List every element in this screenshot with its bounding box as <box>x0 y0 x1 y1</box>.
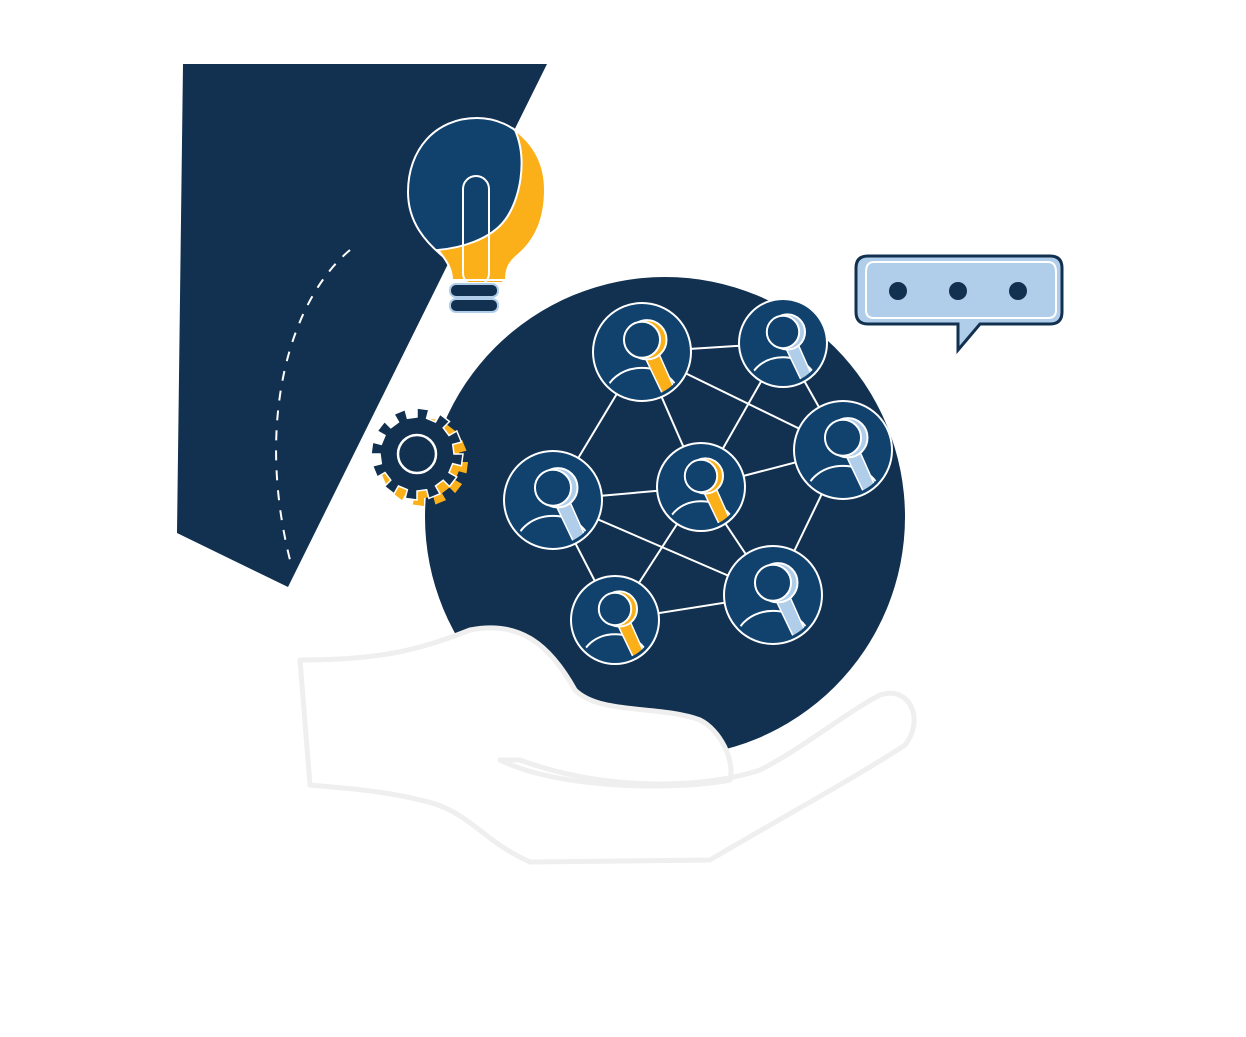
person-icon <box>503 450 603 550</box>
hand-icon <box>297 625 917 865</box>
person-icon <box>592 302 692 402</box>
network-nodes <box>503 298 893 665</box>
person-icon <box>738 298 828 388</box>
person-icon <box>570 575 660 665</box>
person-icon <box>656 442 746 532</box>
gear-icon <box>370 407 468 506</box>
person-icon <box>793 400 893 500</box>
person-icon <box>723 545 823 645</box>
speech-bubble-icon <box>854 254 1064 355</box>
dashed-arc <box>275 249 351 561</box>
lightbulb-icon <box>406 116 547 313</box>
